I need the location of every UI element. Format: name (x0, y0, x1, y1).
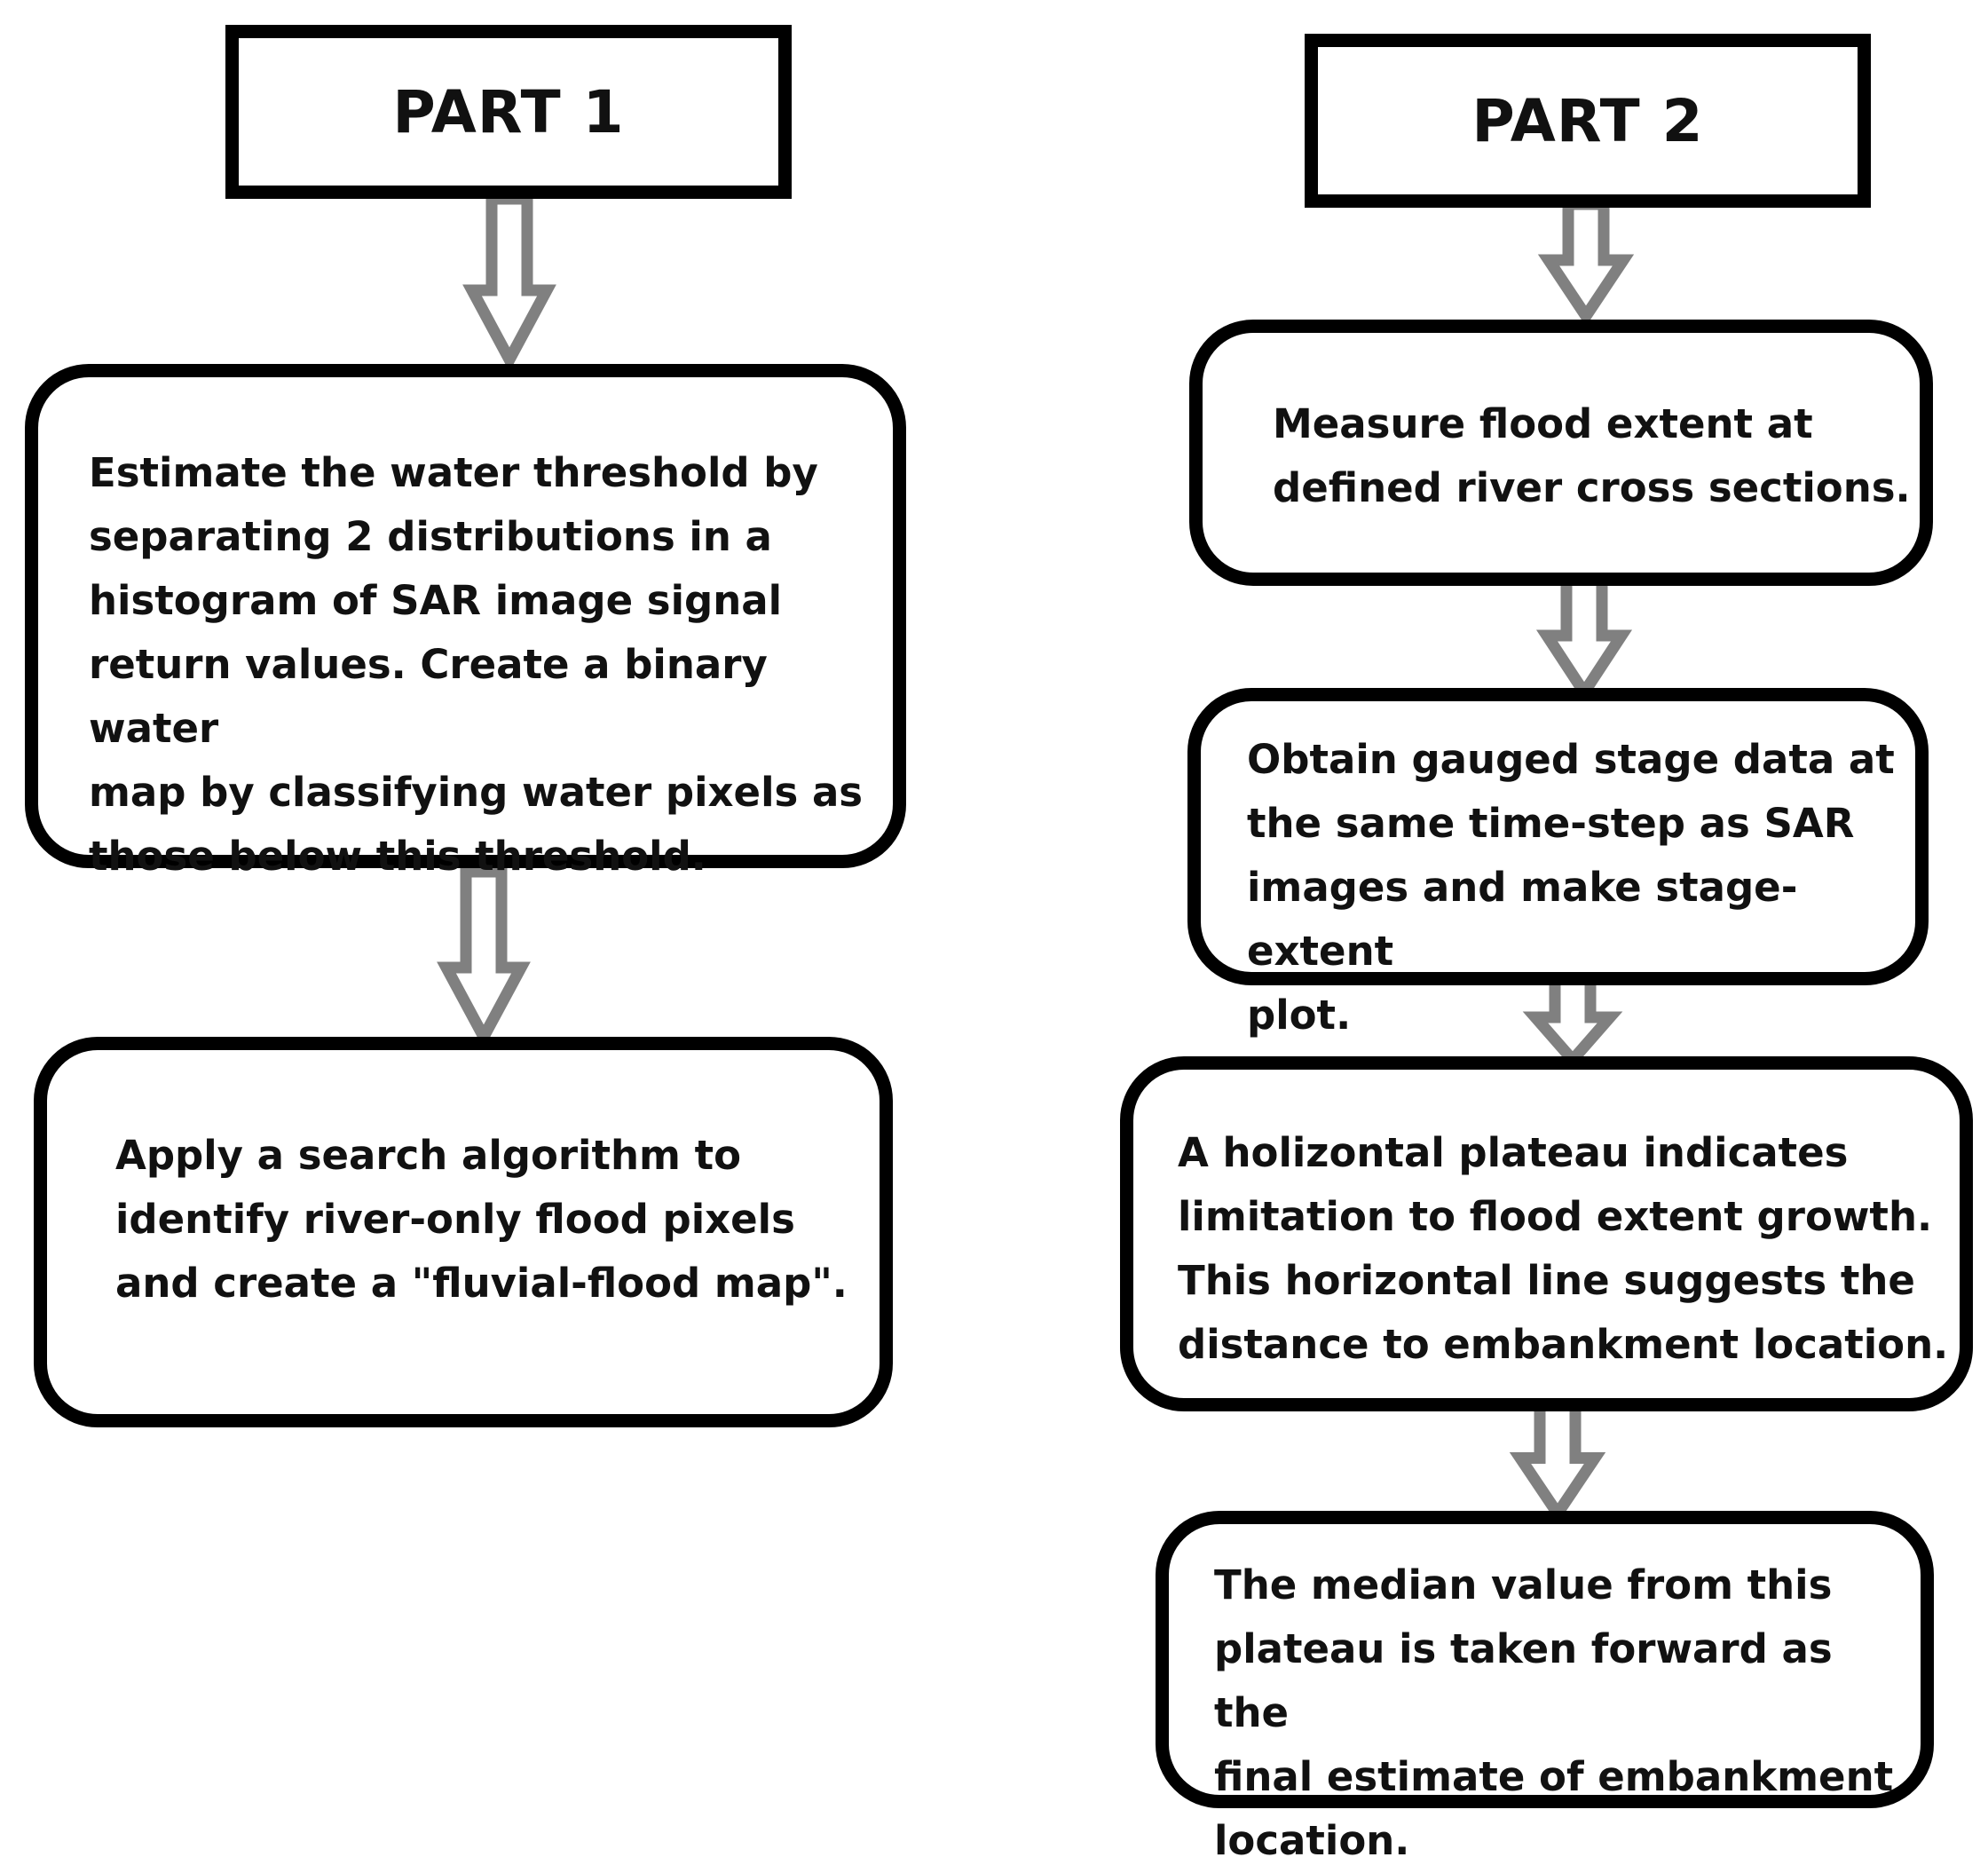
part2-step1-box: Measure flood extent at defined river cr… (1189, 320, 1933, 586)
part2-header-box: PART 2 (1305, 34, 1871, 208)
part2-title: PART 2 (1471, 86, 1704, 155)
part2-step3-box: A holizontal plateau indicates limitatio… (1120, 1056, 1973, 1411)
arrow-part1-step1-to-step2 (437, 865, 531, 1049)
part1-step1-box: Estimate the water threshold by separati… (25, 364, 906, 880)
part2-step4-text: The median value from this plateau is ta… (1214, 1561, 1894, 1864)
part1-header-box: PART 1 (225, 25, 792, 199)
part2-step1-text: Measure flood extent at defined river cr… (1273, 400, 1911, 511)
part2-step2-text: Obtain gauged stage data at the same tim… (1247, 736, 1895, 1039)
part1-step2-text: Apply a search algorithm to identify riv… (115, 1132, 848, 1307)
part2-step4-box: The median value from this plateau is ta… (1156, 1511, 1934, 1864)
part1-title: PART 1 (392, 77, 625, 146)
part1-step2-box: Apply a search algorithm to identify riv… (34, 1037, 893, 1427)
arrow-part2-step1-to-step2 (1535, 573, 1633, 703)
arrow-part2-header-to-step1 (1537, 198, 1635, 327)
part2-step2-box: Obtain gauged stage data at the same tim… (1187, 688, 1929, 1039)
part2-step3-text: A holizontal plateau indicates limitatio… (1178, 1129, 1949, 1368)
part1-step1-text: Estimate the water threshold by separati… (89, 449, 864, 880)
arrow-part2-step3-to-step4 (1509, 1396, 1606, 1524)
arrow-part1-header-to-step1 (462, 193, 556, 372)
